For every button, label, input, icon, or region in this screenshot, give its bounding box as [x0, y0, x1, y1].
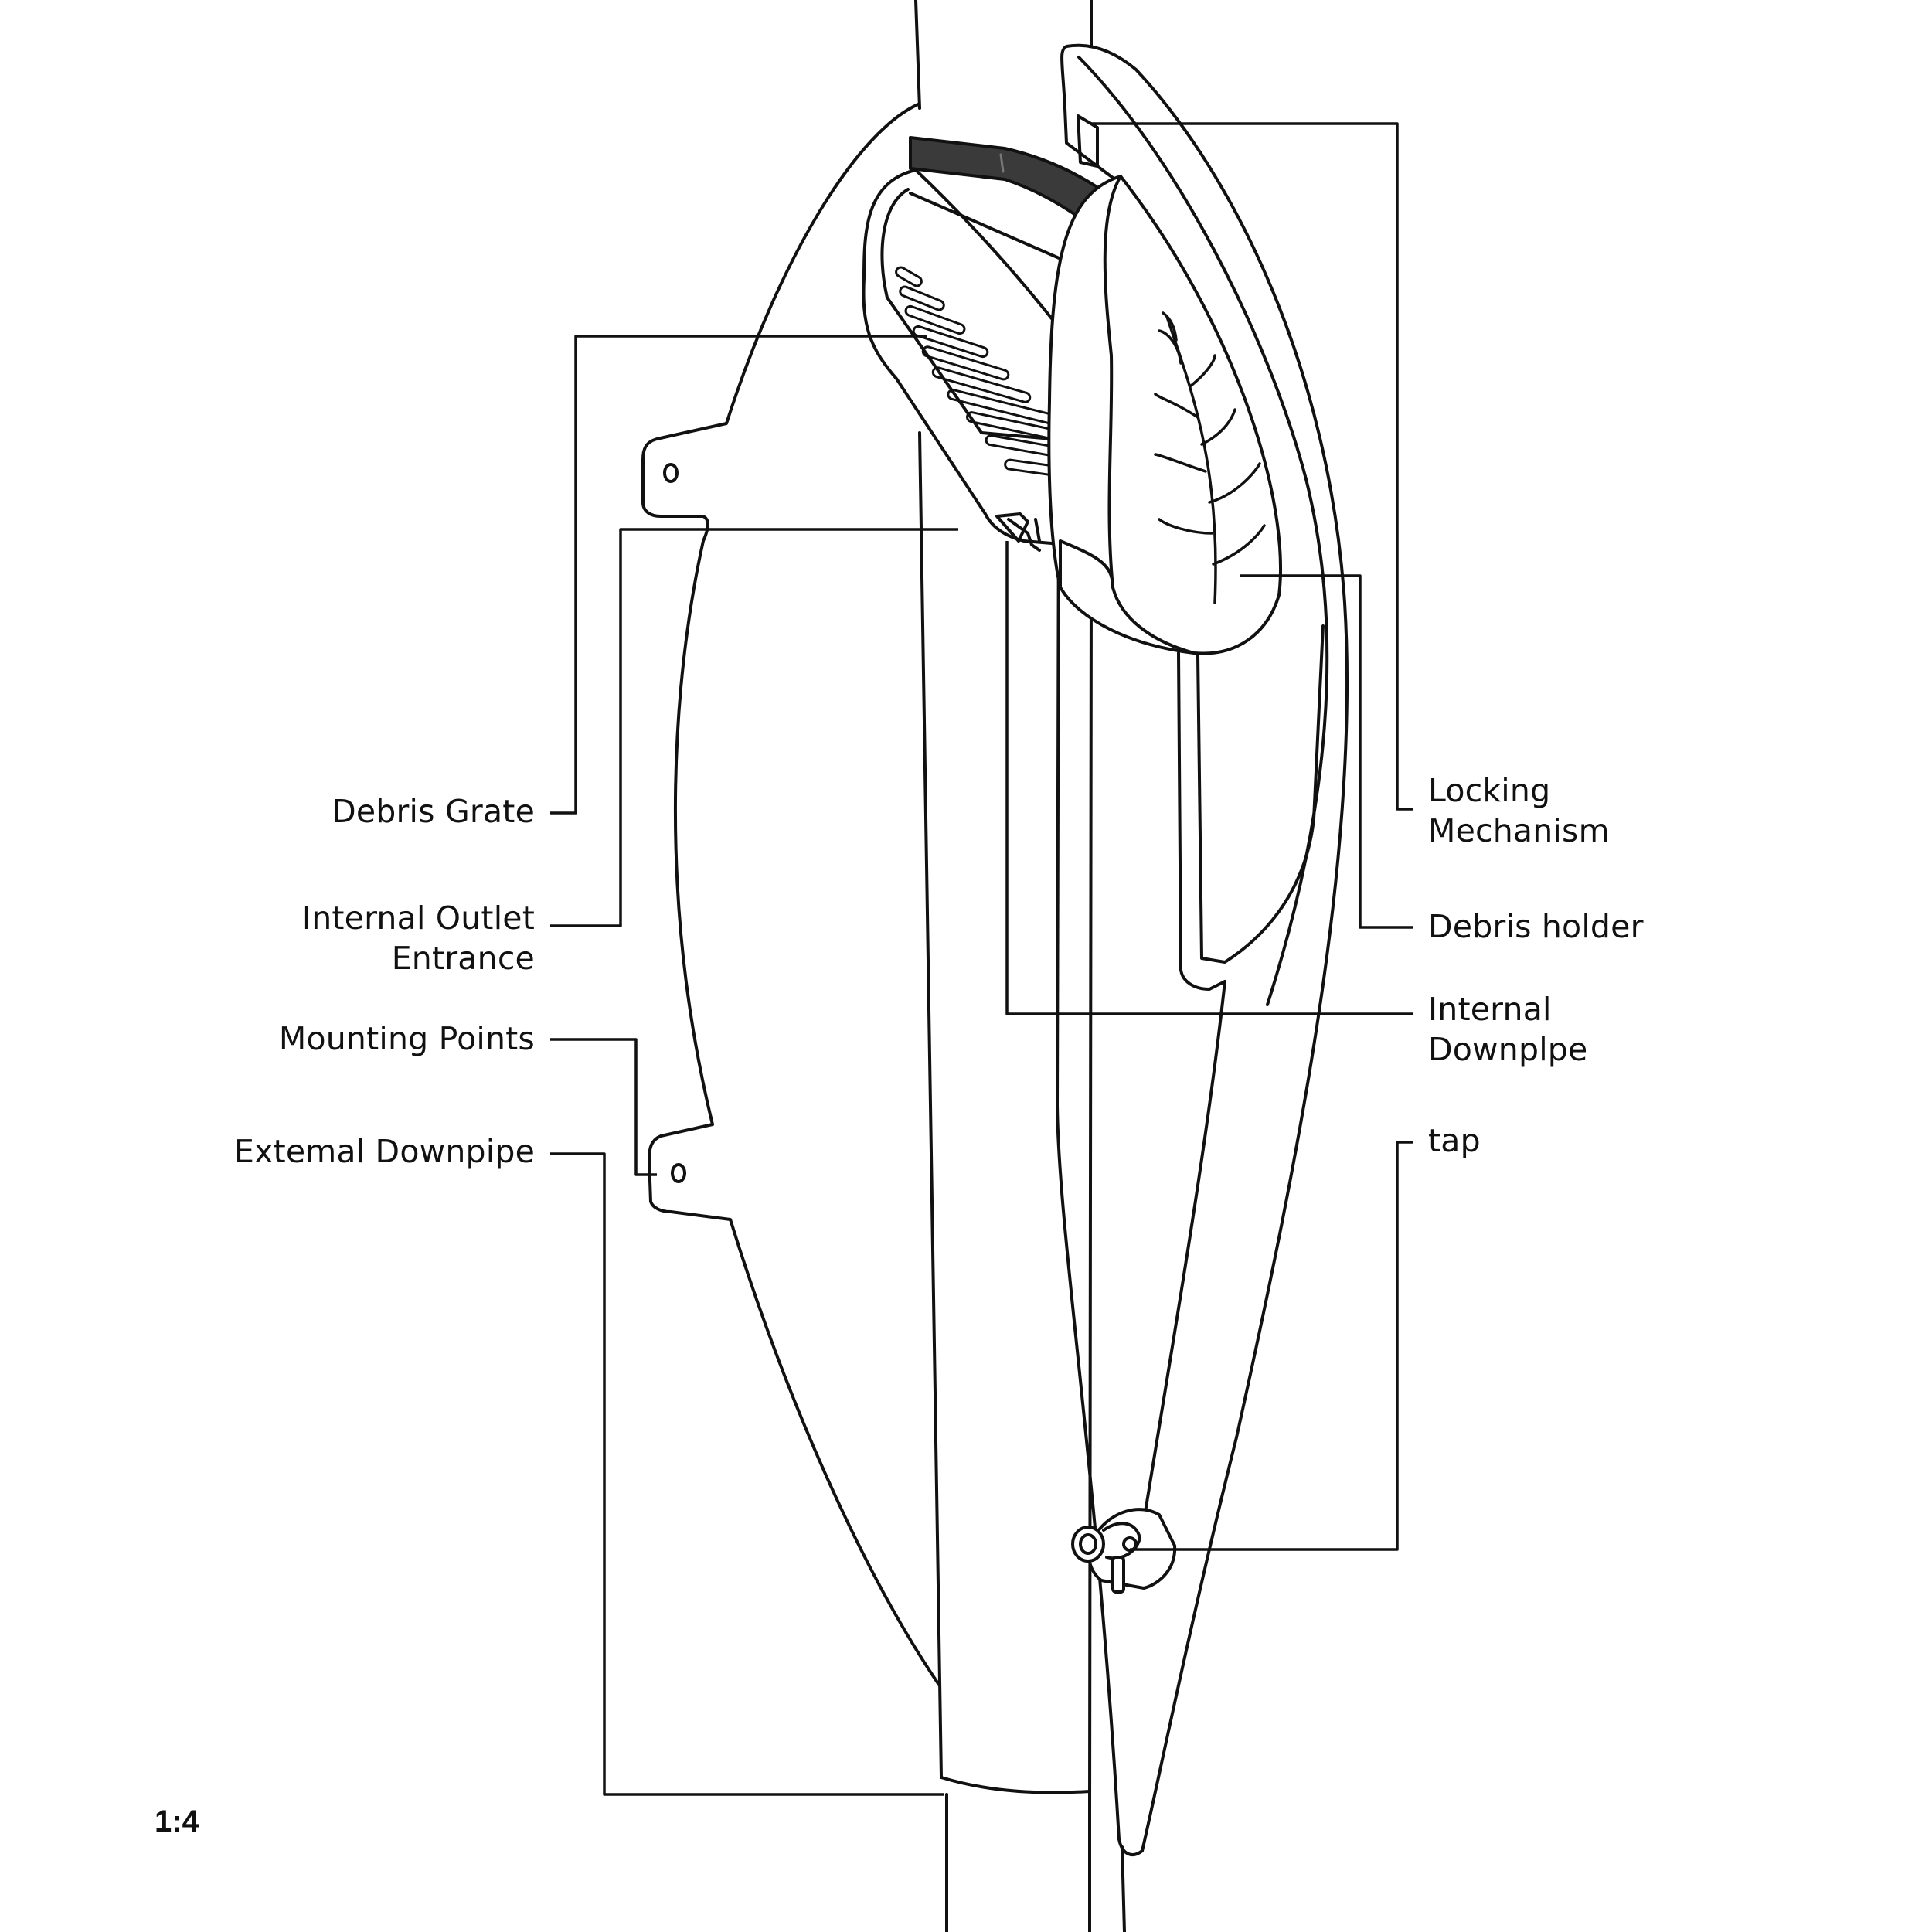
label-mounting-points: Mounting Points	[279, 1019, 535, 1059]
label-internal-outlet-line2: Entrance	[391, 940, 535, 977]
label-internal-downpipe: Internal Downplpe	[1428, 989, 1587, 1070]
label-internal-downpipe-line1: Internal	[1428, 991, 1552, 1028]
label-locking-mechanism: Locking Mechanism	[1428, 770, 1610, 851]
label-tap-text: tap	[1428, 1122, 1481, 1159]
label-mounting-points-text: Mounting Points	[278, 1020, 535, 1057]
label-debris-grate: Debris Grate	[332, 791, 535, 832]
mounting-plate	[641, 103, 940, 1686]
mounting-point-upper	[663, 463, 679, 483]
leader-debris-grate	[550, 335, 927, 815]
label-external-downpipe-text: Extemal Downpipe	[234, 1133, 535, 1170]
leader-mounting-points	[550, 1038, 657, 1176]
external-downpipe-drawing	[914, 0, 1126, 1932]
label-locking-line2: Mechanism	[1428, 812, 1610, 849]
label-internal-downpipe-line2: Downplpe	[1428, 1031, 1588, 1068]
leader-lines	[550, 122, 1413, 1796]
label-tap: tap	[1428, 1121, 1481, 1161]
internal-outlet-entrance	[1007, 518, 1041, 552]
label-internal-outlet-entrance: Internal Outlet Entrance	[302, 898, 535, 978]
leader-external-downpipe	[550, 1152, 944, 1796]
internal-downpipe-drawing	[1138, 624, 1325, 1547]
label-locking-line1: Locking	[1428, 772, 1551, 809]
leaf-emblem-icon	[1154, 311, 1266, 604]
debris-holder-drawing	[1047, 175, 1282, 655]
label-debris-grate-text: Debris Grate	[332, 793, 535, 830]
leader-tap	[1130, 1141, 1413, 1551]
leader-locking	[1090, 122, 1413, 811]
leader-internal-outlet	[550, 528, 958, 927]
label-external-downpipe: Extemal Downpipe	[234, 1131, 535, 1172]
leader-debris-holder	[1240, 574, 1413, 929]
label-debris-holder-text: Debris holder	[1428, 908, 1644, 945]
scale-label: 1:4	[155, 1804, 199, 1838]
label-internal-outlet-line1: Internal Outlet	[301, 900, 535, 937]
label-debris-holder: Debris holder	[1428, 906, 1644, 947]
leader-internal-downpipe	[1005, 541, 1413, 1015]
mounting-point-lower	[671, 1163, 686, 1183]
